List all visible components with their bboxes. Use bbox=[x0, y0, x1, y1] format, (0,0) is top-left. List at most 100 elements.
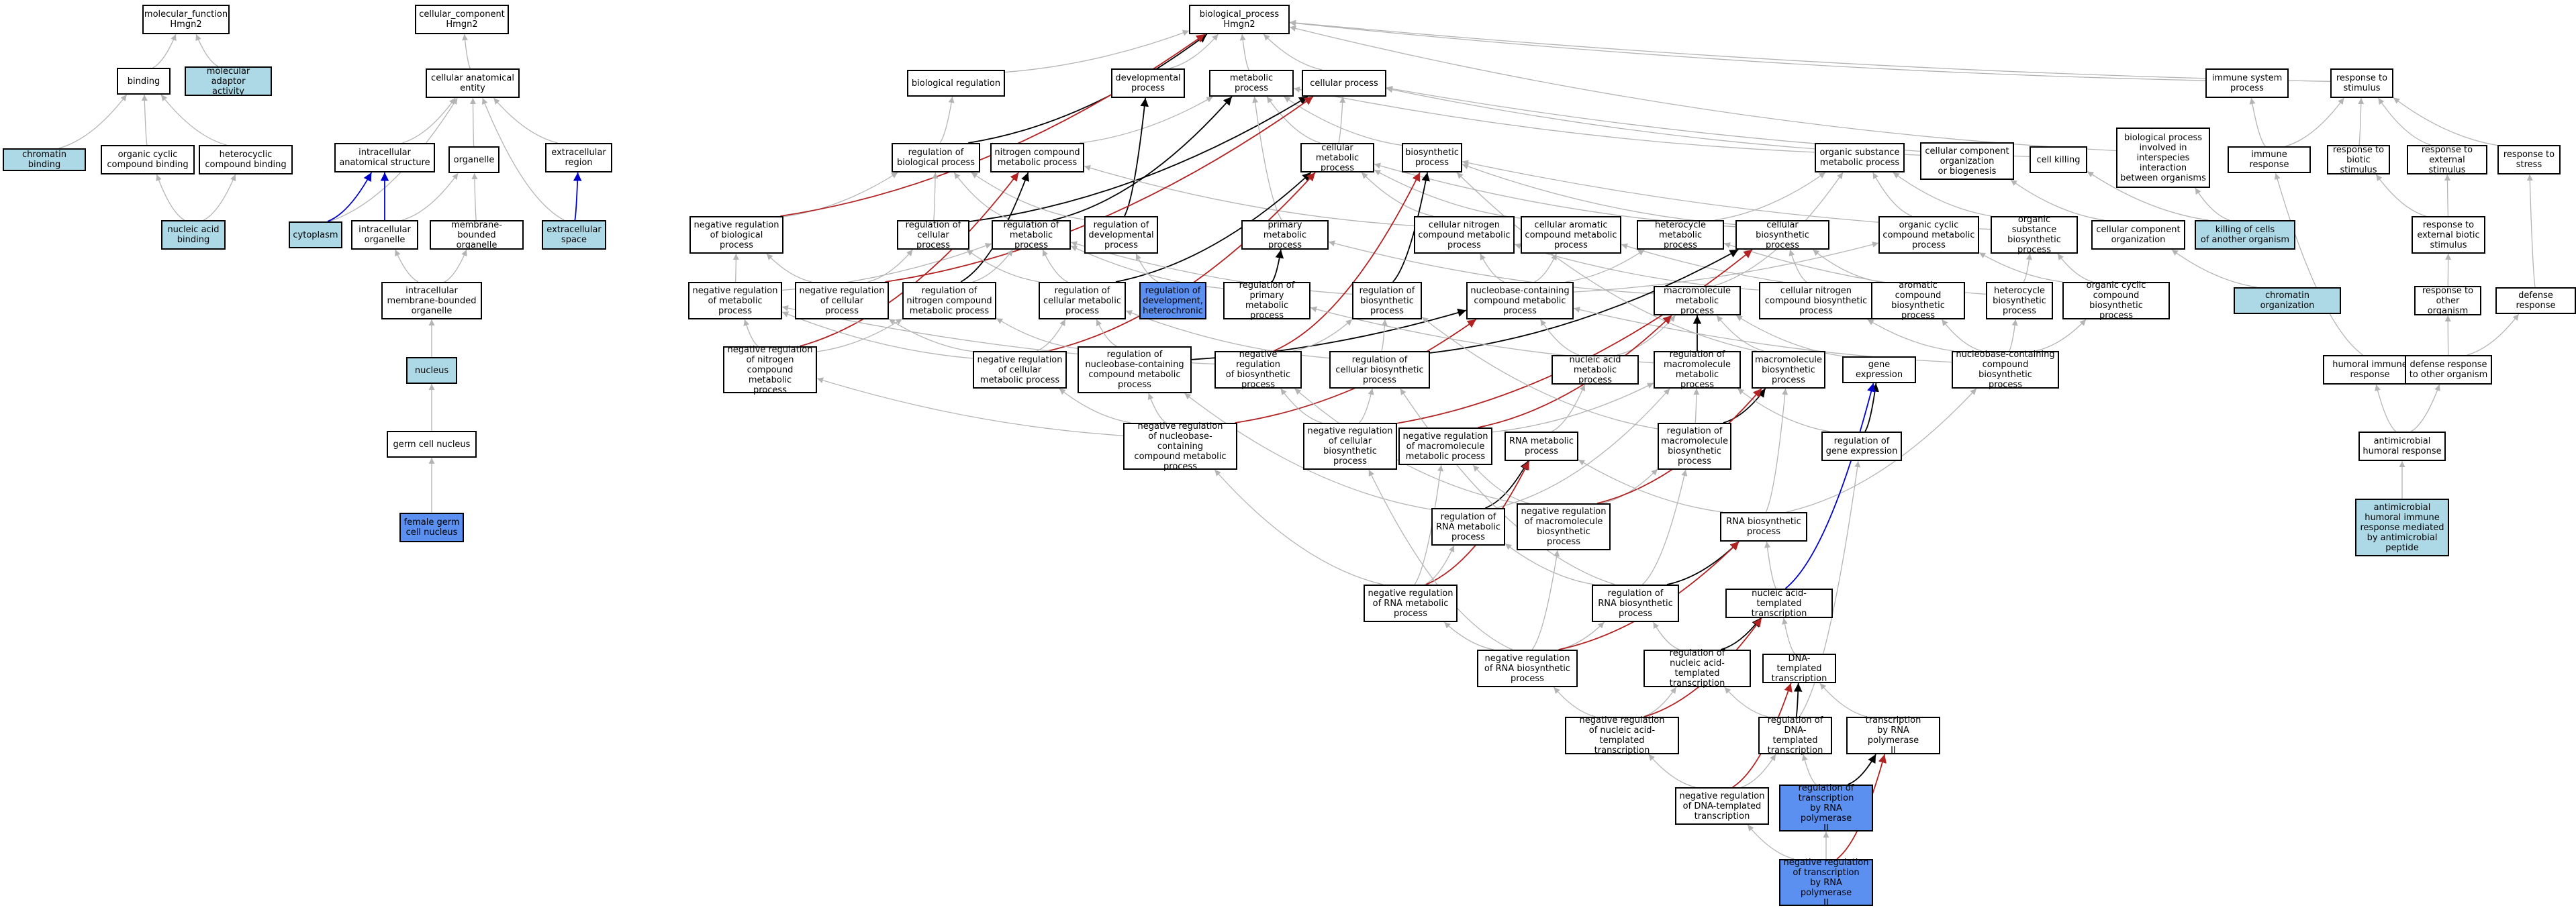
edge-is-a-reg-rna-biosynth-to-reg-macromol-biosynth bbox=[1643, 470, 1686, 585]
go-term-node-reg-cell-proc: regulation of cellular process bbox=[897, 220, 969, 250]
edge-is-a-bp-interspecies-to-bp bbox=[1290, 27, 2116, 150]
go-term-node-org-cyclic-biosynth: organic cyclic compound biosynthetic pro… bbox=[2062, 282, 2170, 319]
go-term-node-rna-met: RNA metabolic process bbox=[1505, 432, 1578, 461]
edge-is-a-reg-dev-proc-to-reg-bio bbox=[971, 172, 1084, 219]
go-term-node-extracellular-space: extracellular space bbox=[542, 220, 606, 250]
go-term-node-resp-ext-biotic: response to external biotic stimulus bbox=[2412, 216, 2485, 254]
edge-is-a-reg-dna-templated-to-reg-nuc-templated bbox=[1725, 687, 1768, 717]
edge-is-a-reg-nucbase-met-to-reg-cell-met bbox=[1096, 319, 1116, 346]
go-term-node-intra-organelle: intracellular organelle bbox=[351, 220, 418, 250]
go-term-node-nucleus: nucleus bbox=[406, 357, 457, 384]
go-term-node-resp-biotic: response to biotic stimulus bbox=[2327, 145, 2390, 174]
go-term-node-reg-macromol-met: regulation of macromolecule metabolic pr… bbox=[1654, 351, 1741, 389]
go-term-node-heterocyclic-binding: heterocyclic compound binding bbox=[199, 145, 293, 174]
edge-is-a-defense-other-org-to-defense-resp bbox=[2467, 314, 2519, 355]
go-term-node-reg-dev-proc: regulation of developmental process bbox=[1084, 216, 1158, 254]
go-term-node-defense-resp: defense response bbox=[2495, 287, 2576, 314]
edge-is-a-reg-rna-biosynth-to-reg-cell-biosynth bbox=[1400, 389, 1615, 585]
edge-is-a-neg-reg-n-cmp-met-to-neg-reg-met bbox=[745, 319, 758, 346]
go-term-node-humoral-immune: humoral immune response bbox=[2323, 355, 2417, 385]
edge-is-a-membrane-organelle-to-organelle bbox=[475, 173, 477, 220]
edge-is-a-nucbase-biosynth-to-arom-biosynth bbox=[1942, 319, 1981, 351]
go-term-node-org-sub-biosynth: organic substance biosynthetic process bbox=[1991, 216, 2078, 254]
go-term-node-reg-rna-biosynth: regulation of RNA biosynthetic process bbox=[1592, 585, 1679, 622]
edge-is-a-neg-reg-rna-biosynth-to-reg-rna-biosynth bbox=[1558, 622, 1604, 650]
edge-is-a-neg-reg-nuc-templated-to-neg-reg-rna-biosynth bbox=[1554, 687, 1595, 717]
edge-is-a-nucleic-acid-met-to-nucbase-met bbox=[1540, 319, 1579, 355]
go-term-node-cc-org-biog: cellular component organization or bioge… bbox=[1920, 142, 2014, 180]
edge-is-a-nucbase-biosynth-to-heterocycle-biosynth bbox=[2009, 319, 2016, 351]
edge-is-a-arom-biosynth-to-cell-biosynth bbox=[1813, 250, 1879, 282]
go-term-node-resp-ext: response to external stimulus bbox=[2407, 145, 2487, 174]
go-term-node-neg-reg-trans-pol2: negative regulation of transcription by … bbox=[1779, 859, 1873, 906]
go-term-node-nucleic-acid-met: nucleic acid metabolic process bbox=[1552, 355, 1639, 385]
go-term-node-cc: cellular_component Hmgn2 bbox=[415, 5, 509, 34]
go-term-node-nuc-templated-trans: nucleic acid-templated transcription bbox=[1725, 589, 1833, 618]
go-term-node-neg-reg-bio: negative regulation of biological proces… bbox=[689, 216, 783, 254]
edge-neg-neg-reg-cell-proc-to-cell-proc bbox=[886, 97, 1313, 282]
go-term-node-heterocycle-biosynth: heterocycle biosynthetic process bbox=[1986, 282, 2053, 319]
go-term-node-nucleic-acid-binding: nucleic acid binding bbox=[161, 220, 226, 250]
go-term-node-neg-reg-rna-biosynth: negative regulation of RNA biosynthetic … bbox=[1477, 650, 1578, 687]
edge-regulates-reg-dna-templated-to-dna-templated bbox=[1797, 683, 1799, 717]
go-term-node-rna-biosynth: RNA biosynthetic process bbox=[1720, 512, 1807, 542]
go-term-node-met-proc: metabolic process bbox=[1209, 70, 1294, 97]
edge-is-a-cell-met-to-cell-proc bbox=[1339, 97, 1343, 143]
go-term-node-cc-org: cellular component organization bbox=[2091, 220, 2185, 250]
edge-is-a-reg-nucbase-met-to-reg-n-cmp-met bbox=[996, 318, 1078, 348]
edge-is-a-cell-met-to-met-proc bbox=[1267, 97, 1321, 143]
edge-is-a-antimicrobial-humoral-to-defense-other-org bbox=[2411, 385, 2439, 432]
go-term-node-nucbase-biosynth: nucleobase-containing compound biosynthe… bbox=[1952, 351, 2059, 389]
edge-is-a-macromol-biosynth-to-biosynth bbox=[1457, 172, 1757, 351]
go-term-node-neg-reg-n-cmp-met: negative regulation of nitrogen compound… bbox=[723, 346, 817, 393]
edge-regulates-reg-trans-pol2-to-trans-rna-pol2 bbox=[1848, 754, 1876, 785]
edge-is-a-immune-resp-to-resp-stim bbox=[2285, 98, 2344, 146]
edge-is-a-heterocyclic-binding-to-binding bbox=[161, 95, 226, 145]
edge-is-a-killing-other-to-bp-interspecies bbox=[2195, 188, 2230, 220]
go-term-node-defense-other-org: defense response to other organism bbox=[2405, 355, 2492, 385]
go-term-node-bp: biological_process Hmgn2 bbox=[1189, 5, 1290, 34]
go-term-node-resp-stim: response to stimulus bbox=[2330, 68, 2393, 98]
go-term-node-reg-macromol-biosynth: regulation of macromolecule biosynthetic… bbox=[1658, 423, 1731, 470]
go-term-node-mol-adaptor: molecular adaptor activity bbox=[185, 66, 272, 96]
edge-is-a-reg-cell-biosynth-to-reg-biosynth bbox=[1382, 319, 1385, 351]
edge-is-a-reg-bio-to-bio-reg bbox=[940, 97, 953, 143]
edge-is-a-reg-macromol-biosynth-to-reg-macromol-met bbox=[1695, 389, 1697, 423]
go-term-node-germ-cell-nucleus: germ cell nucleus bbox=[387, 431, 477, 458]
go-term-node-reg-biosynth: regulation of biosynthetic process bbox=[1352, 282, 1422, 319]
edge-is-a-neg-reg-nuc-templated-to-reg-nuc-templated bbox=[1643, 687, 1676, 717]
edge-is-a-n-cmp-met-to-met-proc bbox=[1080, 97, 1212, 143]
edge-is-a-nuc-templated-trans-to-rna-biosynth bbox=[1766, 542, 1776, 589]
go-term-node-nucbase-met: nucleobase-containing compound metabolic… bbox=[1466, 282, 1574, 319]
edge-is-a-nucbase-biosynth-to-org-cyclic-biosynth bbox=[2036, 319, 2086, 351]
go-term-node-chromatin-binding: chromatin binding bbox=[3, 148, 86, 171]
edge-is-a-cell-anat-to-cc bbox=[465, 34, 471, 68]
go-term-node-reg-cell-met: regulation of cellular metabolic process bbox=[1039, 282, 1126, 319]
go-term-node-reg-nucbase-met: regulation of nucleobase-containing comp… bbox=[1078, 346, 1192, 393]
edge-is-a-nucleic-acid-binding-to-org-cyclic-binding bbox=[156, 174, 184, 220]
edge-is-a-intra-organelle-to-organelle bbox=[402, 173, 458, 220]
edge-is-a-dev-proc-to-bp bbox=[1169, 34, 1218, 68]
go-term-node-bp-interspecies: biological process involved in interspec… bbox=[2116, 128, 2210, 188]
go-term-node-extracellular-region: extracellular region bbox=[545, 143, 612, 172]
edge-is-a-intra-anat-to-cell-anat bbox=[402, 98, 455, 143]
edge-is-a-resp-stress-to-resp-stim bbox=[2393, 98, 2497, 146]
edge-part-of-cytoplasm-to-intra-anat bbox=[328, 172, 371, 221]
go-term-node-cytoplasm: cytoplasm bbox=[289, 221, 342, 248]
go-term-node-neg-reg-dna-templated: negative regulation of DNA-templated tra… bbox=[1675, 787, 1769, 825]
go-term-node-reg-cell-biosynth: regulation of cellular biosynthetic proc… bbox=[1329, 351, 1430, 389]
go-term-node-biosynth: biosynthetic process bbox=[1402, 143, 1462, 172]
go-term-node-neg-reg-cell-proc: negative regulation of cellular process bbox=[795, 282, 889, 319]
go-term-node-membrane-organelle: membrane-bounded organelle bbox=[430, 220, 524, 250]
edge-is-a-neg-reg-rna-biosynth-to-neg-reg-macromol-biosynth bbox=[1532, 550, 1558, 650]
go-term-node-resp-other-org: response to other organism bbox=[2414, 286, 2481, 315]
edge-part-of-extracellular-space-to-extracellular-region bbox=[575, 172, 577, 220]
go-term-node-neg-reg-rna-met: negative regulation of RNA metabolic pro… bbox=[1364, 585, 1458, 622]
go-term-node-dna-templated: DNA-templated transcription bbox=[1762, 654, 1836, 683]
go-term-node-reg-primary-met: regulation of primary metabolic process bbox=[1223, 282, 1310, 319]
edge-is-a-nucbase-met-to-heterocycle-met bbox=[1566, 250, 1644, 282]
edge-is-a-org-cyclic-met-to-org-sub-met bbox=[1873, 172, 1912, 216]
go-term-node-binding: binding bbox=[117, 68, 171, 95]
go-term-node-neg-reg-cell-biosynth: negative regulation of cellular biosynth… bbox=[1303, 423, 1397, 470]
